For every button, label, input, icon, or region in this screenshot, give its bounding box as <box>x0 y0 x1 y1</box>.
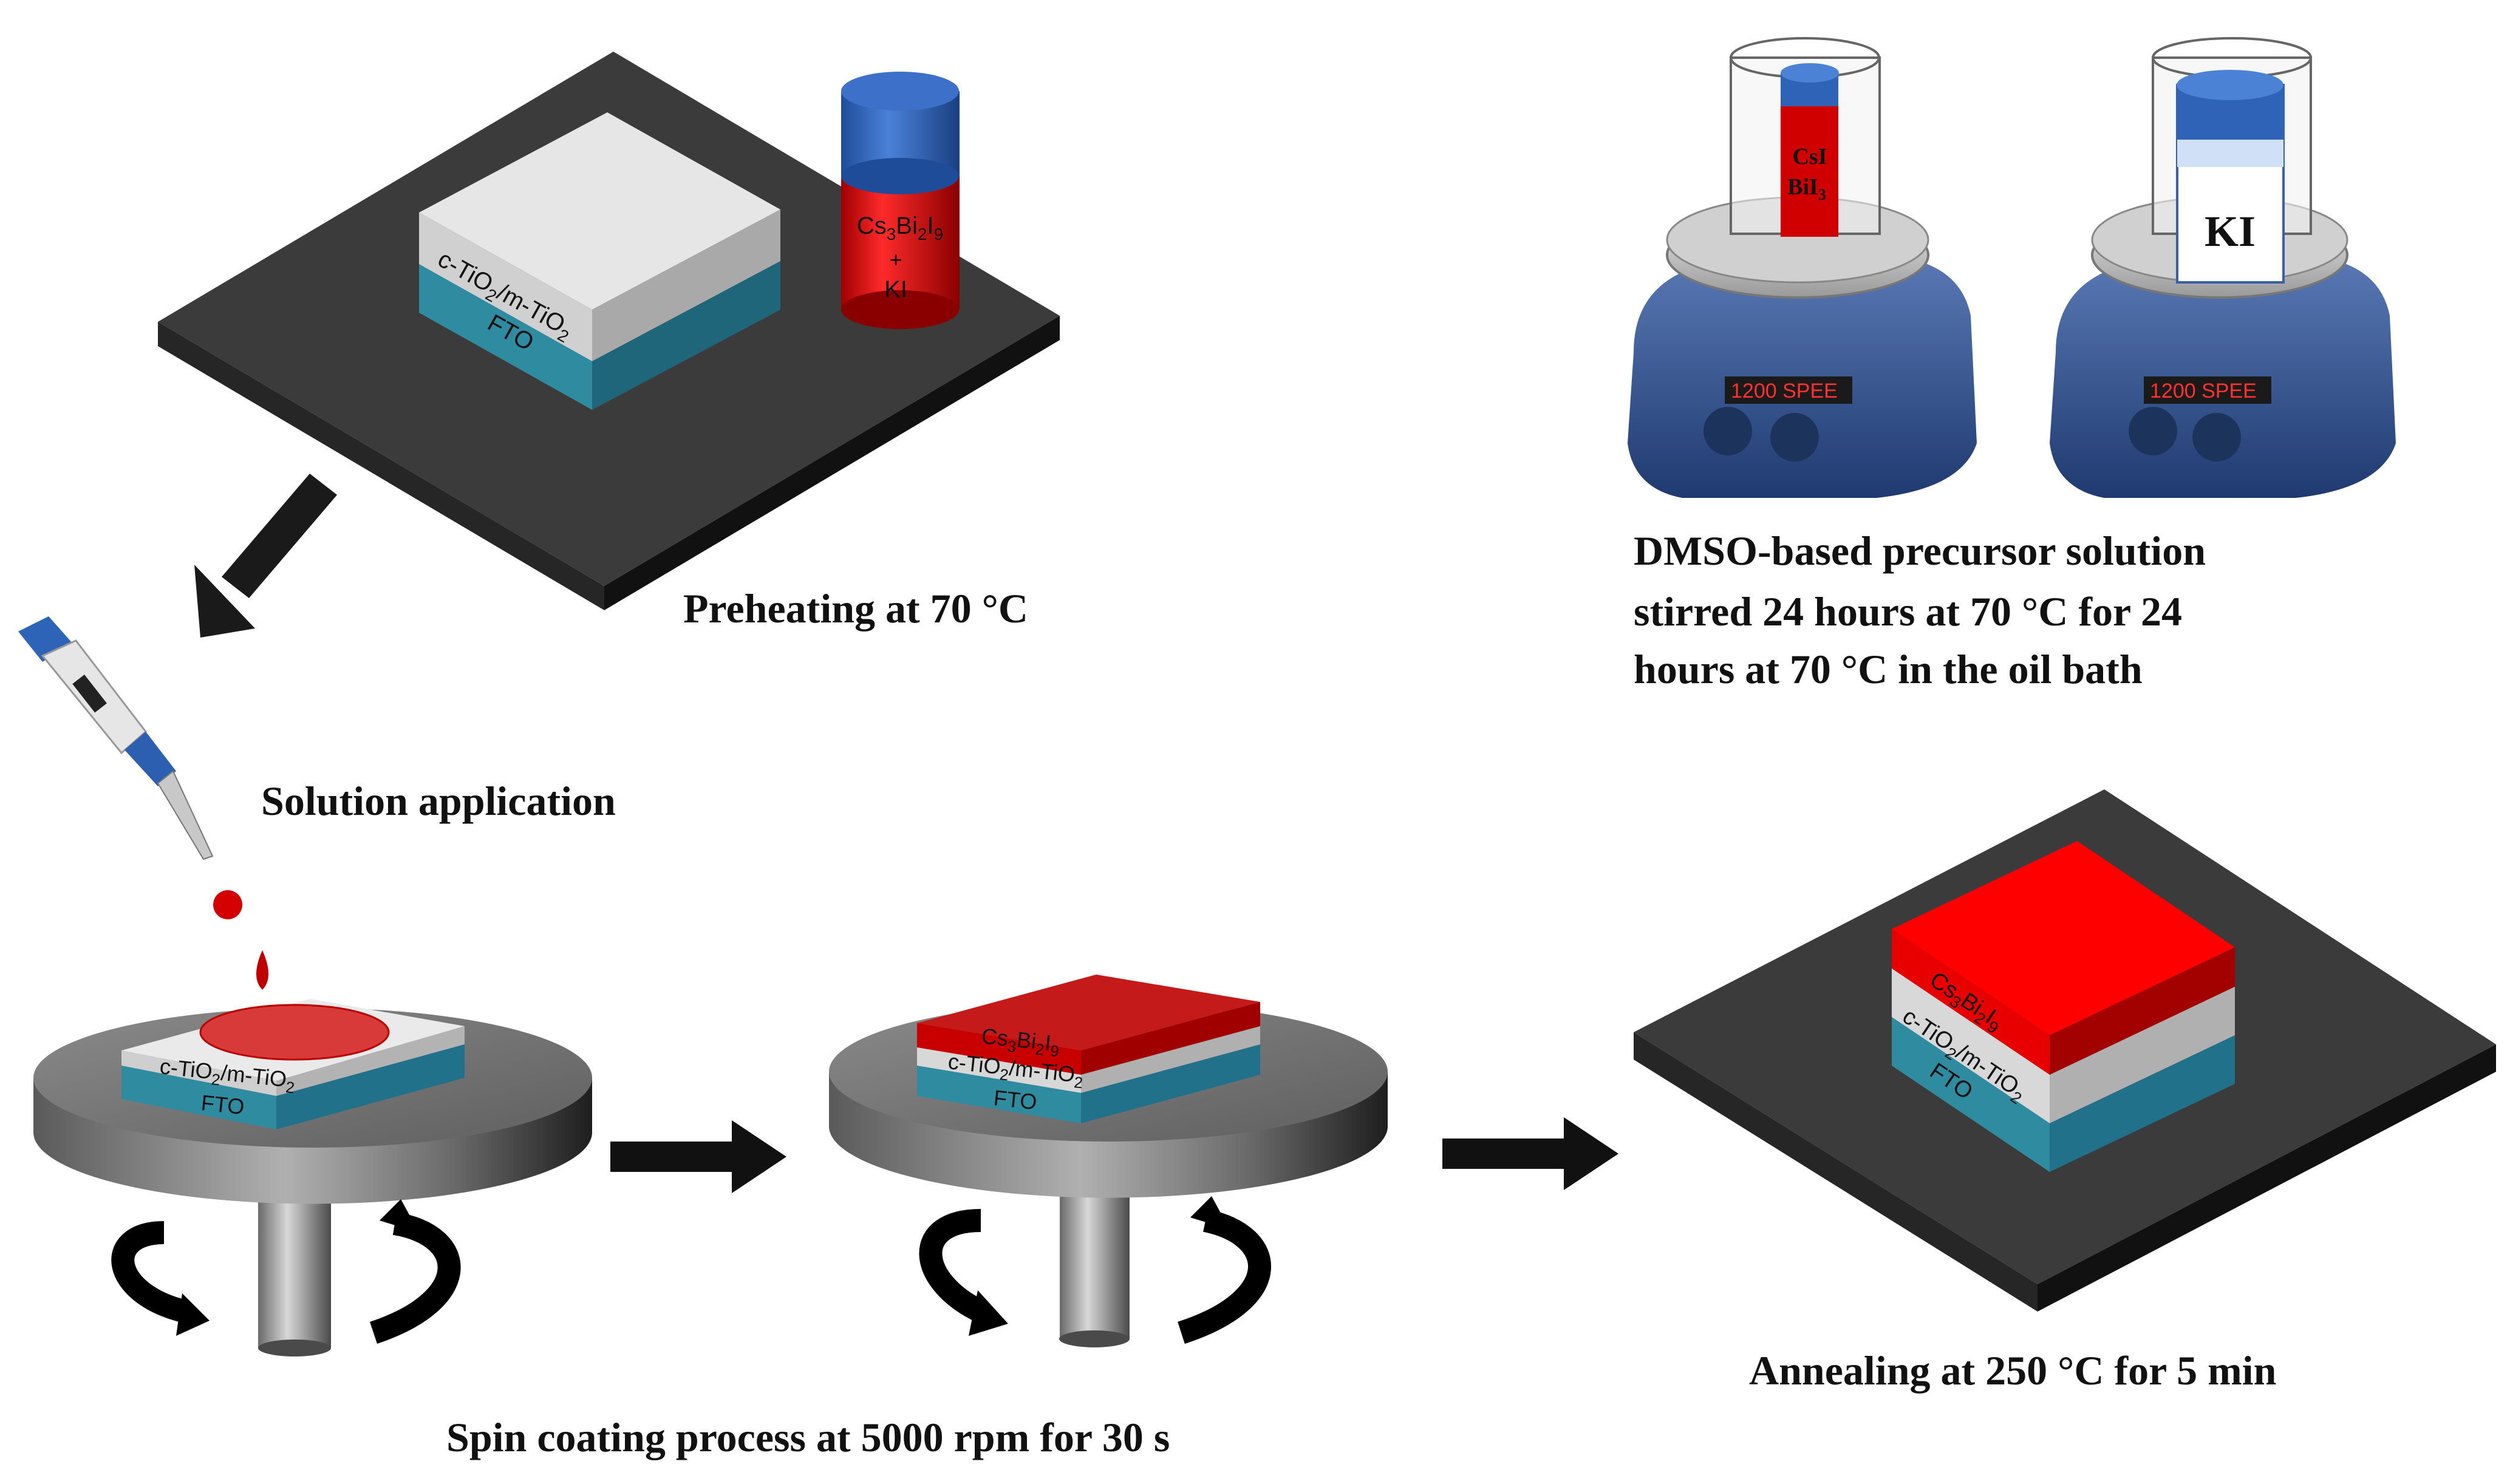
stirrer-display-2: 1200 SPEE <box>2150 380 2257 403</box>
hotplate-side-left <box>158 322 604 610</box>
perovskite-label-spin2: Cs3Bi2I9 <box>980 1023 1061 1060</box>
caption-annealing: Annealing at 250 °C for 5 min <box>1749 1347 2276 1394</box>
spin-coater-2: Cs3Bi2I9 c-TiO2/m-TiO2 FTO <box>829 975 1388 1347</box>
arrow-to-application <box>194 474 337 638</box>
fto-layer-left <box>419 264 592 410</box>
caption-preheating: Preheating at 70 °C <box>683 585 1028 631</box>
caption-precursor-line2: stirred 24 hours at 70 °C for 24 <box>1634 588 2182 635</box>
pipette-icon <box>18 616 214 860</box>
substrate-stack-preheat: c-TiO2/m-TiO2 FTO <box>419 112 780 410</box>
caption-spin-coating: Spin coating process at 5000 rpm for 30 … <box>446 1414 1170 1460</box>
caption-solution-application: Solution application <box>261 778 616 824</box>
vial-ki-label: KI <box>884 276 907 303</box>
vial-ki-stir-label: KI <box>2205 207 2256 256</box>
tio2-layer-left <box>419 213 592 361</box>
vial-plus-label: + <box>889 247 902 272</box>
precursor-vial: Cs3Bi2I9 + KI <box>841 72 960 329</box>
fto-label-spin2: FTO <box>992 1085 1038 1114</box>
fto-layer-right <box>592 261 780 410</box>
spin-coater-1: c-TiO2/m-TiO2 FTO <box>33 999 592 1356</box>
magnetic-stirrer-2: 1200 SPEE KI <box>2050 37 2396 498</box>
magnetic-stirrer-1: 1200 SPEE CsI BiI3 <box>1628 37 1977 498</box>
tio2-label-spin1: c-TiO2/m-TiO2 <box>158 1053 296 1097</box>
preheating-stage: c-TiO2/m-TiO2 FTO Cs3Bi2I9 + KI Preheati… <box>158 52 1060 631</box>
vial-cs3bi2i9-label: Cs3Bi2I9 <box>857 213 943 243</box>
arrow-right-2 <box>1442 1117 1618 1190</box>
vial-csi-label: CsI <box>1792 144 1827 169</box>
arrow-right-1 <box>610 1120 786 1193</box>
droplet-round <box>213 890 242 919</box>
caption-precursor-line3: hours at 70 °C in the oil bath <box>1634 646 2143 692</box>
tio2-label-spin2: c-TiO2/m-TiO2 <box>946 1049 1085 1092</box>
droplet-falling <box>256 950 268 990</box>
annealing-stage: Cs3Bi2I9 c-TiO2/m-TiO2 FTO Annealing at … <box>1634 789 2496 1394</box>
substrate-top <box>419 112 780 310</box>
tio2-layer-right <box>592 209 780 361</box>
hotplate-side-right <box>604 316 1060 610</box>
caption-precursor-line1: DMSO-based precursor solution <box>1634 528 2206 574</box>
fto-label-spin1: FTO <box>200 1090 245 1119</box>
stirrer-display-1: 1200 SPEE <box>1731 380 1838 403</box>
vial-bii3-label: BiI3 <box>1787 174 1826 203</box>
